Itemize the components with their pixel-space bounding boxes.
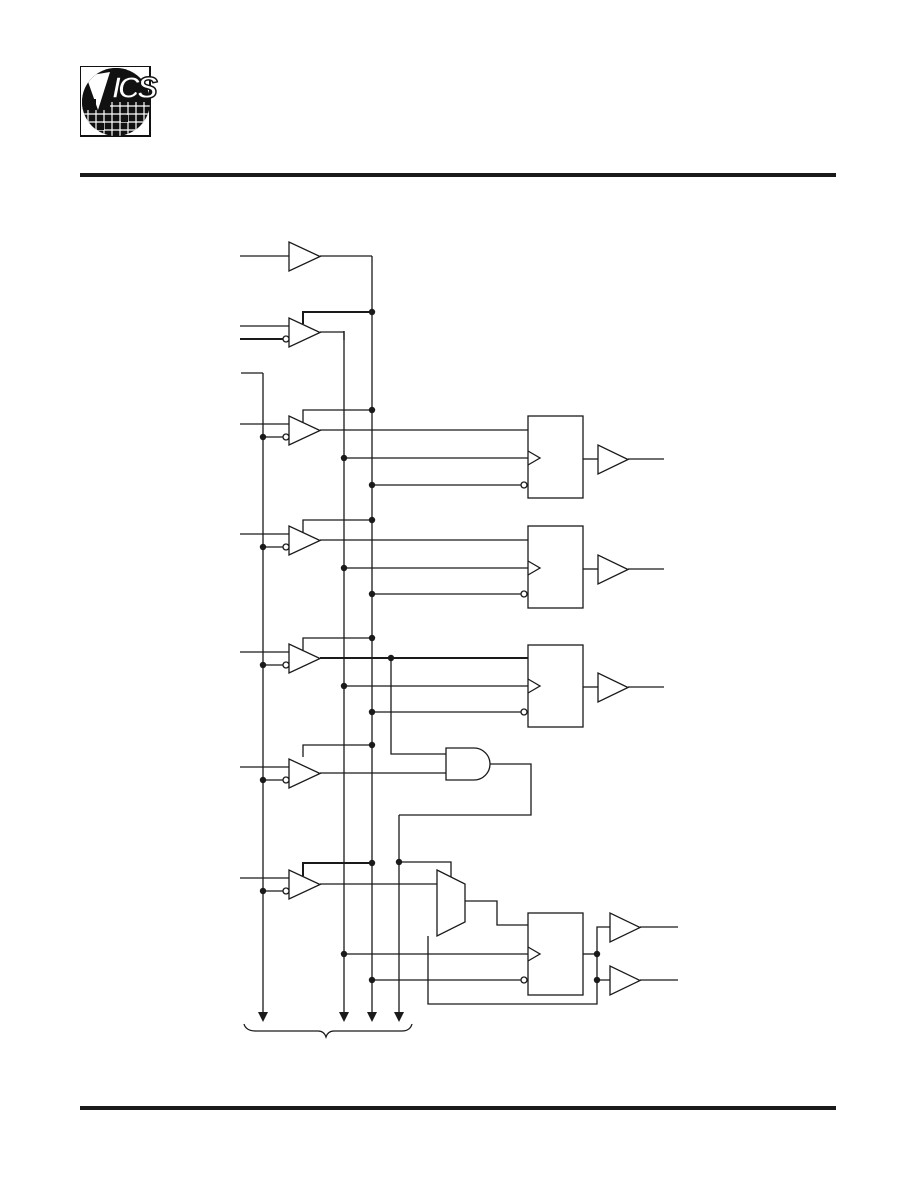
bus-arrows [258,1012,404,1022]
output-buffer-2 [597,553,664,586]
flip-flop-3 [520,644,598,728]
multiplexer [399,861,598,1005]
output-buffer-5 [596,954,678,997]
input-buffer-6 [240,744,446,790]
output-buffer-4 [596,911,678,954]
output-buffer-3 [597,671,664,704]
flip-flop-1 [520,415,598,499]
junction-dots [259,308,601,984]
input-buffer-3 [240,409,528,486]
bus-brace [243,1023,413,1040]
input-buffer-5 [240,637,528,755]
and-gate [399,747,532,816]
flip-flop-4 [344,912,597,996]
footer-rule [80,1106,836,1110]
input-buffer-7 [240,862,437,901]
flip-flop-2 [520,525,598,609]
input-buffer-4 [240,519,528,595]
header-rule [80,173,836,177]
ics-logo [80,66,151,137]
input-buffer-2 [240,311,372,349]
input-buffer-1 [240,240,372,273]
output-buffer-1 [597,443,664,476]
logo-text: ICS [111,70,158,105]
